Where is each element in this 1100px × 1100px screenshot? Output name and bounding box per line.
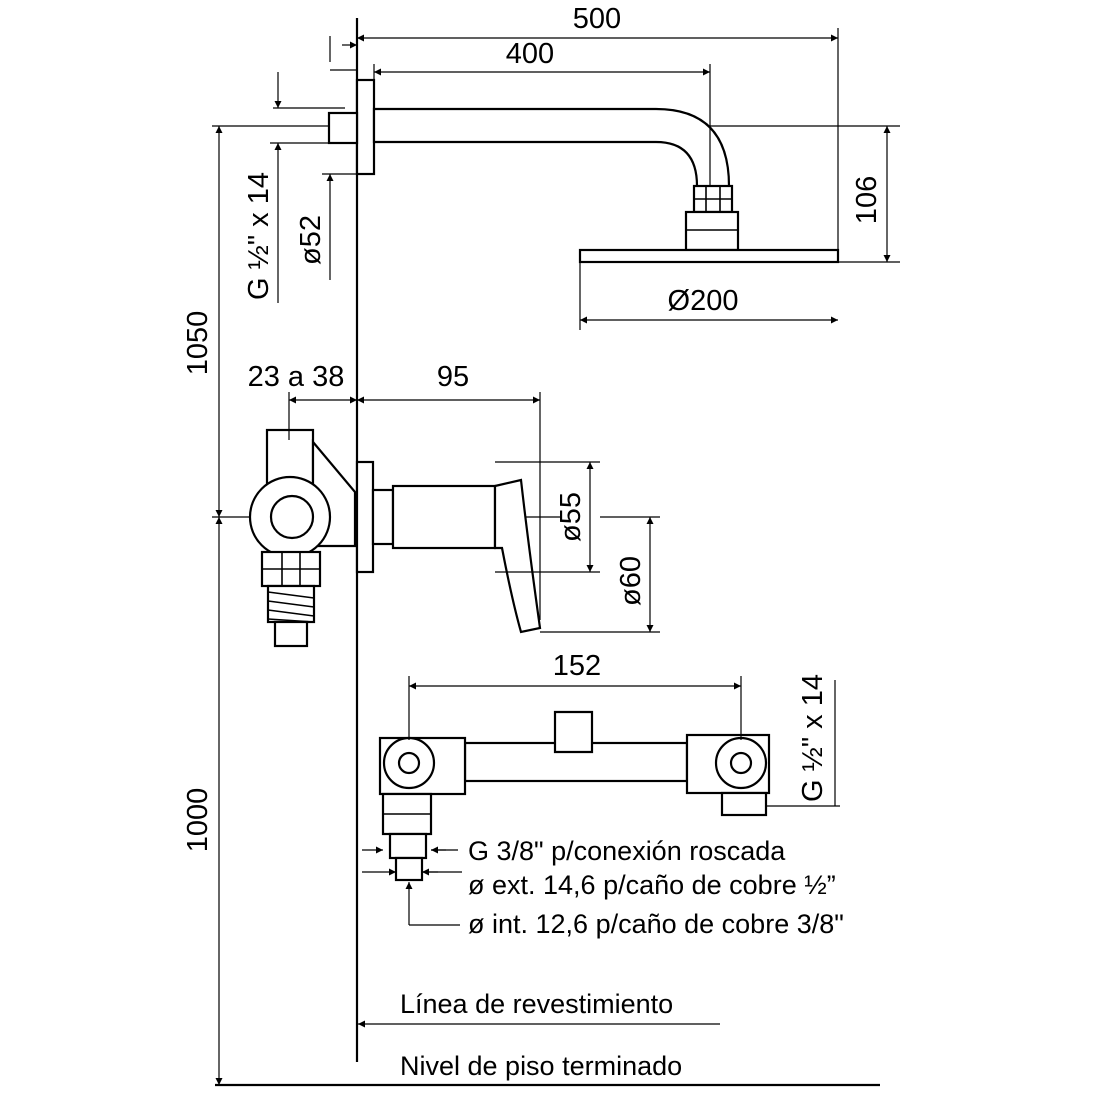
dim-g12-right-label: G ½" x 14 <box>797 674 829 802</box>
head-connector <box>684 210 740 252</box>
valve-cylinder <box>391 484 497 550</box>
valve-lever-handle <box>493 478 542 634</box>
shower-arm-pipe <box>372 107 731 196</box>
dim-95-label: 95 <box>437 361 469 393</box>
dim-23a38-label: 23 a 38 <box>248 361 345 393</box>
dim-200-label: Ø200 <box>668 285 739 317</box>
mixer-valve-body <box>248 428 542 648</box>
dim-g12-top-label: G ½" x 14 <box>243 172 275 300</box>
valve-flange <box>355 460 375 574</box>
left-connector-tip <box>394 856 424 882</box>
valve-collar <box>371 488 395 546</box>
dim-52-label: ø52 <box>295 215 327 265</box>
dim-106-label: 106 <box>851 176 883 224</box>
left-connector-pipe <box>388 832 428 860</box>
arm-thread-stub <box>327 111 359 145</box>
dim-1050-label: 1050 <box>182 311 214 376</box>
dim-400-label: 400 <box>506 38 554 70</box>
shower-arm-assembly <box>327 78 840 264</box>
valve-manifold <box>378 710 771 882</box>
dim-500-label: 500 <box>573 3 621 35</box>
note-ext: ø ext. 14,6 p/caño de cobre ½” <box>468 870 836 900</box>
note-int: ø int. 12,6 p/caño de cobre 3/8" <box>468 909 844 939</box>
dim-55-label: ø55 <box>555 492 587 542</box>
note-g38: G 3/8" p/conexión roscada <box>468 836 786 866</box>
label-linea-revestimiento: Línea de revestimiento <box>400 989 673 1019</box>
valve-outlet-pipe <box>273 620 309 648</box>
arm-wall-flange <box>355 78 376 176</box>
right-outlet-nut <box>720 791 768 817</box>
dim-60-label: ø60 <box>615 556 647 606</box>
label-nivel-piso: Nivel de piso terminado <box>400 1051 682 1081</box>
shower-head-plate <box>578 248 840 264</box>
dim-152-label: 152 <box>553 650 601 682</box>
dim-1000-label: 1000 <box>182 788 214 853</box>
manifold-center-block <box>553 710 594 754</box>
